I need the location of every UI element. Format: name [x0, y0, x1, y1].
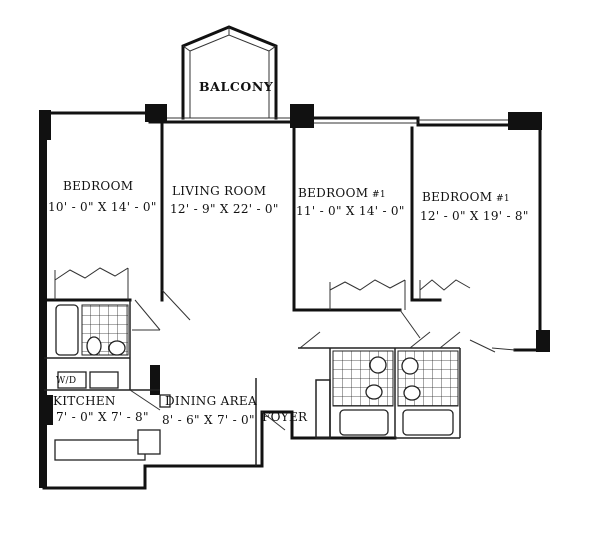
foyer-label: FOYER [262, 410, 308, 424]
dining-area-size: 8' - 6" X 7' - 0" [162, 413, 255, 427]
bathroom-left [55, 304, 129, 356]
living-room-size: 12' - 9" X 22' - 0" [170, 202, 279, 216]
bathroom-center [332, 350, 394, 436]
door-swings [129, 289, 516, 431]
bedroom-1-label: BEDROOM [63, 179, 133, 193]
bedroom-3-size: 12' - 0" X 19' - 8" [420, 209, 529, 223]
dining-area-label: DINING AREA [165, 394, 257, 408]
bedroom-1-size: 10' - 0" X 14' - 0" [48, 200, 157, 214]
bedroom-3-label: BEDROOM [422, 190, 492, 204]
closet-markings [54, 267, 471, 310]
balcony [181, 25, 278, 120]
kitchen-size: 7' - 0" X 7' - 8" [56, 410, 149, 424]
bedroom-2-size: 11' - 0" X 14' - 0" [296, 204, 405, 218]
bedroom-3-suffix: #1 [496, 194, 510, 204]
foyer-closet [315, 379, 331, 439]
interior-walls [42, 120, 461, 466]
washer-dryer-label: W/D [56, 376, 76, 386]
bedroom-2-label: BEDROOM [298, 186, 368, 200]
bedroom-2-suffix: #1 [372, 190, 386, 200]
bathroom-right [397, 350, 459, 436]
pillars [39, 104, 550, 488]
living-room-label: LIVING ROOM [172, 184, 266, 198]
balcony-label: BALCONY [199, 79, 274, 94]
kitchen-fixtures [54, 371, 171, 461]
kitchen-label: KITCHEN [53, 394, 116, 408]
